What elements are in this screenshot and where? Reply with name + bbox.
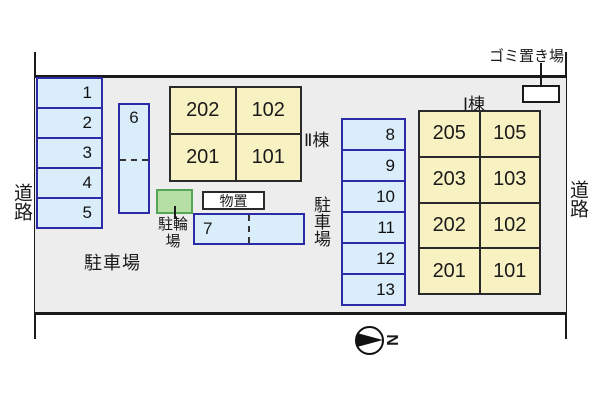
road-label-left: 道路 <box>11 183 32 221</box>
north-arrow-icon <box>357 333 383 347</box>
parking-space-3: 3 <box>36 137 103 169</box>
parking-space-8: 8 <box>341 118 406 151</box>
room-cell: 105 <box>480 112 539 156</box>
parking-space-7: 7 <box>193 213 305 245</box>
room-cell: 101 <box>236 135 300 180</box>
parking-space-6: 6 <box>118 103 150 214</box>
parking-lot-label-right: 駐車場 <box>311 196 330 247</box>
building-2-label: Ⅱ棟 <box>304 131 330 150</box>
road-label-right: 道路 <box>567 180 588 218</box>
parking-column-left: 1 2 3 4 5 <box>36 77 103 229</box>
compass-north-letter: N <box>383 334 400 346</box>
room-cell: 101 <box>480 249 539 293</box>
room-cell: 102 <box>236 88 300 133</box>
parking-space-6-number: 6 <box>129 108 139 127</box>
parking-space-4: 4 <box>36 167 103 199</box>
room-cell: 202 <box>171 88 235 133</box>
building-1-label: Ⅰ棟 <box>463 95 486 114</box>
parking-lot-label-main: 駐車場 <box>84 253 141 273</box>
room-cell: 103 <box>480 157 539 202</box>
room-cell: 203 <box>420 157 479 202</box>
room-cell: 201 <box>171 135 235 180</box>
parking-space-12: 12 <box>341 242 406 275</box>
room-cell: 202 <box>420 203 479 248</box>
right-boundary-line <box>565 52 567 339</box>
bicycle-connector-line <box>174 206 176 218</box>
parking-space-7-number: 7 <box>203 219 213 238</box>
parking-space-13: 13 <box>341 273 406 306</box>
room-cell: 102 <box>480 203 539 248</box>
parking-space-5: 5 <box>36 197 103 229</box>
parking-space-9: 9 <box>341 149 406 182</box>
parking-space-1: 1 <box>36 77 103 109</box>
parking-space-2: 2 <box>36 107 103 139</box>
garbage-area-box <box>522 85 560 103</box>
parking-space-11: 11 <box>341 211 406 244</box>
parking-column-right: 8 9 10 11 12 13 <box>341 118 406 306</box>
building-1: 205 105 203 103 202 102 201 101 <box>418 110 541 295</box>
building-2: 202 102 201 101 <box>169 86 302 182</box>
room-cell: 205 <box>420 112 479 156</box>
parking-space-10: 10 <box>341 180 406 213</box>
parking-space-7-divider <box>248 215 250 243</box>
garbage-area-label: ゴミ置き場 <box>489 48 565 65</box>
parking-space-6-divider <box>120 159 148 161</box>
storage-box: 物置 <box>202 191 265 210</box>
garbage-connector-line <box>540 63 542 87</box>
room-cell: 201 <box>420 249 479 293</box>
bicycle-parking-label: 駐輪場 <box>157 216 188 250</box>
